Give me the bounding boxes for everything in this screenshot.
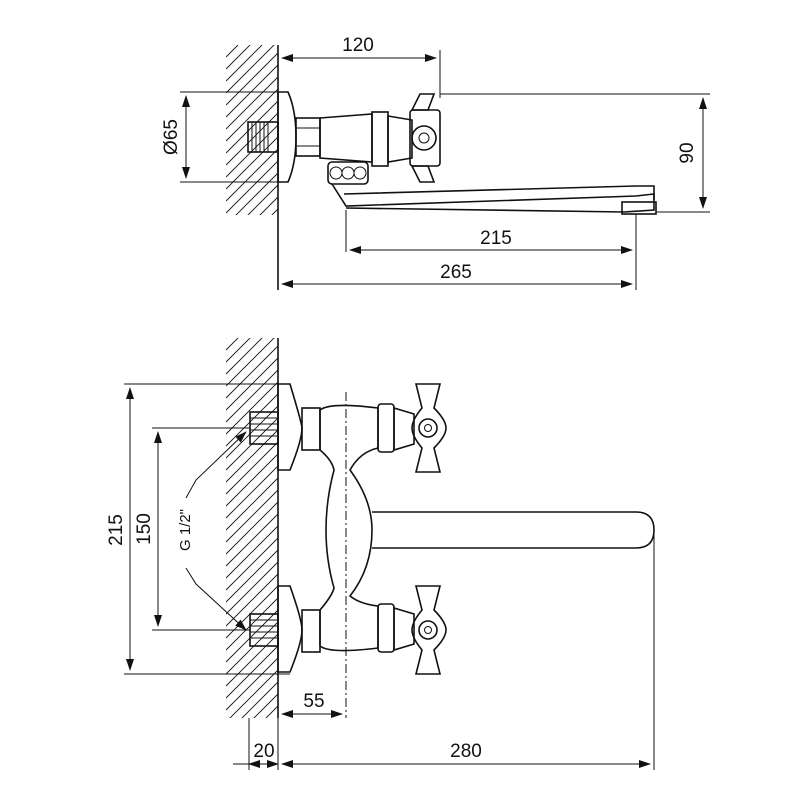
hatch-line bbox=[226, 76, 278, 130]
hatch-line bbox=[226, 477, 278, 531]
hatch-line bbox=[226, 45, 275, 94]
dim-215-spout: 215 bbox=[480, 228, 512, 249]
top-view: 120 Ø65 90 215 265 bbox=[161, 35, 710, 290]
hatch-line bbox=[226, 657, 278, 711]
hatch-line bbox=[226, 64, 278, 118]
top-flange bbox=[277, 91, 297, 183]
hatch-line bbox=[226, 369, 278, 423]
hatch-line bbox=[226, 45, 239, 58]
top-inlet-pipe bbox=[247, 121, 279, 153]
hatch-line bbox=[226, 489, 278, 543]
hatch-line bbox=[226, 573, 278, 627]
dim-20-wall: 20 bbox=[253, 741, 274, 762]
hatch-line bbox=[226, 45, 227, 46]
hatch-line bbox=[226, 549, 278, 603]
front-lower-handle-icon bbox=[411, 585, 447, 675]
thread-note: G 1/2" bbox=[177, 509, 194, 551]
hatch-line bbox=[226, 88, 278, 142]
hatch-line bbox=[226, 148, 278, 202]
hatch-line bbox=[226, 45, 251, 70]
hatch-line bbox=[226, 381, 278, 435]
hatch-line bbox=[226, 429, 278, 483]
top-spout bbox=[331, 183, 655, 213]
hatch-line bbox=[229, 669, 278, 718]
hatch-line bbox=[259, 196, 278, 215]
dim-150-spacing: 150 bbox=[134, 513, 155, 545]
hatch-line bbox=[226, 136, 278, 190]
dim-280-reach: 280 bbox=[450, 741, 482, 762]
hatch-line bbox=[226, 338, 263, 375]
top-aerator-connector bbox=[327, 161, 369, 185]
hatch-line bbox=[226, 525, 278, 579]
hatch-line bbox=[226, 513, 278, 567]
top-body bbox=[319, 113, 373, 163]
front-upper-inlet bbox=[249, 383, 321, 471]
top-handle-icon bbox=[409, 93, 441, 183]
dim-265-total: 265 bbox=[440, 262, 472, 283]
hatch-line bbox=[226, 345, 278, 399]
hatch-line bbox=[226, 645, 278, 699]
dim-diameter-65: Ø65 bbox=[161, 119, 182, 155]
front-body bbox=[319, 404, 379, 652]
hatch-line bbox=[241, 681, 278, 718]
front-view: 215 150 G 1/2" 55 20 280 bbox=[106, 338, 655, 770]
hatch-line bbox=[247, 184, 278, 215]
front-spout bbox=[372, 511, 655, 549]
dim-55-offset: 55 bbox=[303, 691, 324, 712]
hatch-line bbox=[226, 633, 278, 687]
hatch-line bbox=[226, 338, 275, 387]
hatch-line bbox=[226, 160, 278, 214]
hatch-line bbox=[253, 693, 278, 718]
hatch-line bbox=[226, 465, 278, 519]
hatch-line bbox=[226, 338, 239, 351]
hatch-line bbox=[226, 621, 278, 675]
hatch-line bbox=[226, 537, 278, 591]
front-wall-hatching bbox=[226, 338, 278, 718]
hatch-line bbox=[226, 609, 278, 663]
dim-90: 90 bbox=[677, 142, 698, 163]
hatch-line bbox=[226, 501, 278, 555]
dim-120: 120 bbox=[342, 35, 374, 56]
front-lower-inlet bbox=[249, 585, 321, 673]
hatch-line bbox=[226, 52, 278, 106]
hatch-line bbox=[226, 338, 251, 363]
hatch-line bbox=[226, 405, 278, 459]
hatch-line bbox=[226, 453, 278, 507]
hatch-line bbox=[226, 585, 278, 639]
hatch-line bbox=[271, 208, 278, 215]
hatch-line bbox=[226, 338, 227, 339]
front-upper-handle-icon bbox=[411, 383, 447, 473]
hatch-line bbox=[226, 393, 278, 447]
top-nut bbox=[295, 117, 321, 157]
thread-leader bbox=[185, 431, 247, 499]
dim-215-height: 215 bbox=[106, 514, 127, 546]
hatch-line bbox=[226, 597, 278, 651]
hatch-line bbox=[265, 705, 278, 718]
hatch-line bbox=[226, 441, 278, 495]
hatch-line bbox=[226, 221, 278, 273]
hatch-line bbox=[226, 45, 263, 82]
hatch-line bbox=[226, 561, 278, 615]
